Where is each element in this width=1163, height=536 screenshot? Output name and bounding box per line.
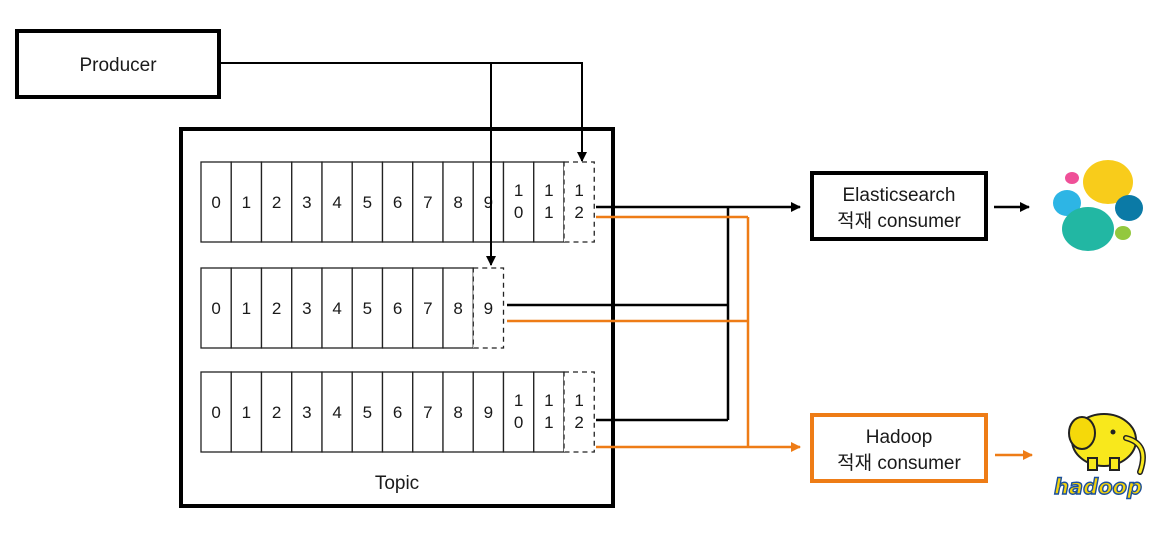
hadoop-consumer-subtitle: 적재 consumer [837, 452, 961, 474]
partition-cell: 8 [442, 267, 474, 349]
elasticsearch-consumer-title: Elasticsearch [843, 185, 956, 206]
partition-cell-label: 3 [302, 193, 311, 212]
producer-box: Producer [15, 29, 221, 99]
partition-cell-label: 5 [363, 403, 372, 422]
partition-cell-label: 7 [423, 403, 432, 422]
partition-cell: 2 [260, 161, 293, 243]
partition-cell: 8 [442, 161, 474, 243]
partition-cell: 3 [291, 161, 323, 243]
partition-cell: 2 [260, 267, 293, 349]
partition-cell: 5 [351, 161, 384, 243]
elasticsearch-logo-icon [1053, 160, 1143, 251]
partition-cell-label: 1 [242, 193, 251, 212]
partition-row: 0 1 2 3 4 5 6 7 8 9 [200, 267, 505, 349]
partition-cell: 1 [230, 161, 263, 243]
partition-cell-label: 0 [211, 193, 220, 212]
hadoop-consumer-box: Hadoop 적재 consumer [810, 413, 988, 483]
topic-label: Topic [375, 473, 419, 494]
partition-cell-label: 4 [332, 193, 341, 212]
partition-cell-label: 8 [453, 299, 462, 318]
partition-cell-label: 3 [302, 299, 311, 318]
partition-cell-label: 0 [211, 299, 220, 318]
partition-cell-label: 3 [302, 403, 311, 422]
partition-cell: 1 [230, 371, 263, 453]
partition-cell: 1 [230, 267, 263, 349]
partition-cell-label: 5 [363, 299, 372, 318]
producer-label: Producer [79, 55, 157, 76]
hadoop-logo-icon: hadoop [1053, 413, 1146, 500]
partition-cell-label: 1 [242, 299, 251, 318]
partition-cell-label: 0 [211, 403, 220, 422]
partition-cell: 2 [260, 371, 293, 453]
partition-cell: 7 [412, 161, 444, 243]
partition-cell-label: 4 [332, 403, 341, 422]
partition-cell: 8 [442, 371, 474, 453]
partition-cell-label: 5 [363, 193, 372, 212]
partition-cell: 4 [321, 267, 353, 349]
partition-cell-label: 2 [272, 193, 281, 212]
partition-cell: 3 [291, 267, 323, 349]
partition-cell-label: 8 [453, 193, 462, 212]
partition-next-offset: 9 [472, 267, 505, 349]
partition-cell-label: 1 [242, 403, 251, 422]
partition-cell: 6 [381, 371, 414, 453]
partition-cell: 6 [381, 267, 414, 349]
elasticsearch-lines [507, 202, 1030, 422]
elasticsearch-consumer-box: Elasticsearch 적재 consumer [810, 171, 988, 241]
partition-cell: 5 [351, 371, 384, 453]
partition-cell: 9 [472, 161, 505, 243]
partition-cell: 4 [321, 161, 353, 243]
partition-cell-label: 6 [393, 403, 402, 422]
partition-cell-label: 7 [423, 193, 432, 212]
partition-cell-label: 4 [332, 299, 341, 318]
partition-cell-label: 7 [423, 299, 432, 318]
partition-cell: 0 [200, 267, 232, 349]
partition-cell: 9 [472, 371, 505, 453]
hadoop-wordmark: hadoop [1054, 475, 1142, 499]
partition-cell: 0 [200, 371, 232, 453]
partition-cell: 6 [381, 161, 414, 243]
partition-cell-label: 2 [272, 403, 281, 422]
hadoop-lines [507, 215, 1033, 460]
partition-cell-label: 2 [272, 299, 281, 318]
producer-to-partition-0-arrow [219, 62, 587, 162]
partition-cell: 4 [321, 371, 353, 453]
partition-next-offset-label: 9 [484, 299, 493, 318]
partition-cell-label: 9 [484, 193, 493, 212]
partition-cell: 5 [351, 267, 384, 349]
partition-cell: 7 [412, 267, 444, 349]
partition-cell-label: 9 [484, 403, 493, 422]
elasticsearch-consumer-subtitle: 적재 consumer [837, 210, 961, 232]
partition-cell-label: 8 [453, 403, 462, 422]
partition-cell-label: 6 [393, 193, 402, 212]
partition-cell-label: 6 [393, 299, 402, 318]
hadoop-consumer-title: Hadoop [866, 427, 933, 448]
partition-cell: 3 [291, 371, 323, 453]
partition-cell: 0 [200, 161, 232, 243]
partition-cell: 7 [412, 371, 444, 453]
producer-arrows [219, 62, 587, 266]
